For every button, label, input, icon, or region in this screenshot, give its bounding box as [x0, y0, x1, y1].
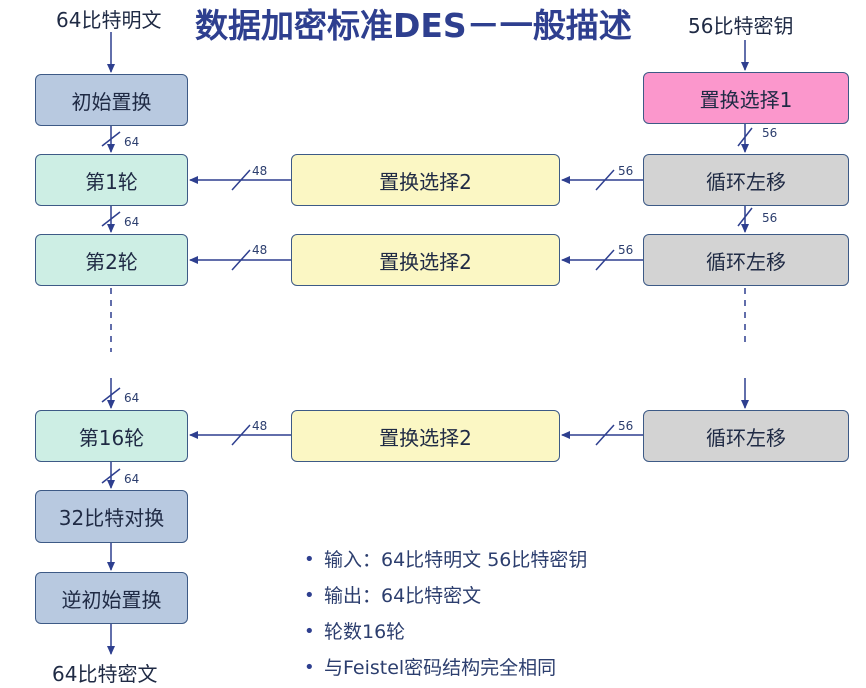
pc2-box-round-16: 置换选择2 [291, 410, 560, 462]
ciphertext-output-label: 64比特密文 [52, 662, 158, 686]
plaintext-input-label: 64比特明文 [56, 8, 162, 32]
bit-label-64: 64 [124, 391, 139, 405]
bit-label-56: 56 [762, 211, 777, 225]
bit-label-64: 64 [124, 135, 139, 149]
pc2-box-round-2: 置换选择2 [291, 234, 560, 286]
summary-bullets: 输入：64比特明文 56比特密钥 输出：64比特密文 轮数16轮 与Feiste… [300, 542, 720, 686]
pc1-box: 置换选择1 [643, 72, 849, 124]
round-1-box: 第1轮 [35, 154, 188, 206]
bullet-rounds: 轮数16轮 [300, 614, 720, 650]
left-shift-box-1: 循环左移 [643, 154, 849, 206]
left-shift-box-2: 循环左移 [643, 234, 849, 286]
bit-label-56: 56 [618, 164, 633, 178]
key-input-label: 56比特密钥 [688, 14, 794, 38]
round-2-box: 第2轮 [35, 234, 188, 286]
inverse-permutation-box: 逆初始置换 [35, 572, 188, 624]
pc2-box-round-1: 置换选择2 [291, 154, 560, 206]
bullet-output: 输出：64比特密文 [300, 578, 720, 614]
bullet-feistel: 与Feistel密码结构完全相同 [300, 650, 720, 686]
bullet-input: 输入：64比特明文 56比特密钥 [300, 542, 720, 578]
swap-box: 32比特对换 [35, 490, 188, 543]
bit-label-48: 48 [252, 164, 267, 178]
round-16-box: 第16轮 [35, 410, 188, 462]
initial-permutation-box: 初始置换 [35, 74, 188, 126]
bit-label-56: 56 [618, 419, 633, 433]
bit-label-48: 48 [252, 243, 267, 257]
bit-label-56: 56 [618, 243, 633, 257]
bit-label-64: 64 [124, 215, 139, 229]
bit-label-56: 56 [762, 126, 777, 140]
bit-label-48: 48 [252, 419, 267, 433]
bit-label-64: 64 [124, 472, 139, 486]
page-title: 数据加密标准DES－一般描述 [195, 6, 632, 45]
left-shift-box-16: 循环左移 [643, 410, 849, 462]
